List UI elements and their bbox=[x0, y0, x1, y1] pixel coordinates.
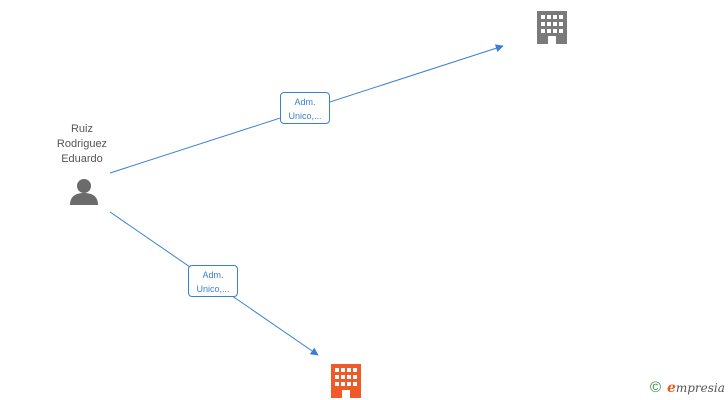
copyright-symbol: © bbox=[650, 379, 662, 396]
company-building-icon[interactable] bbox=[537, 11, 567, 44]
edge-label-line: Adm. bbox=[294, 97, 316, 107]
edge-label-line: Adm. bbox=[202, 270, 224, 280]
brand-initial: e bbox=[666, 380, 676, 396]
edge-label-1[interactable]: Adm. Unico,... bbox=[280, 92, 330, 124]
person-name-line: Ruiz bbox=[70, 123, 93, 135]
brand-name: mpresia bbox=[675, 381, 725, 395]
person-icon[interactable] bbox=[70, 179, 98, 205]
person-name[interactable]: Ruiz Rodriguez Eduardo bbox=[44, 122, 120, 167]
brand-logo: © empresia bbox=[650, 379, 725, 396]
person-name-line: Rodriguez bbox=[56, 138, 108, 150]
edge-label-2[interactable]: Adm. Unico,... bbox=[188, 265, 238, 297]
company-building-icon[interactable] bbox=[331, 364, 361, 398]
edge-label-line: Unico,... bbox=[196, 284, 230, 294]
edge-label-line: Unico,... bbox=[288, 111, 322, 121]
person-name-line: Eduardo bbox=[61, 153, 103, 165]
